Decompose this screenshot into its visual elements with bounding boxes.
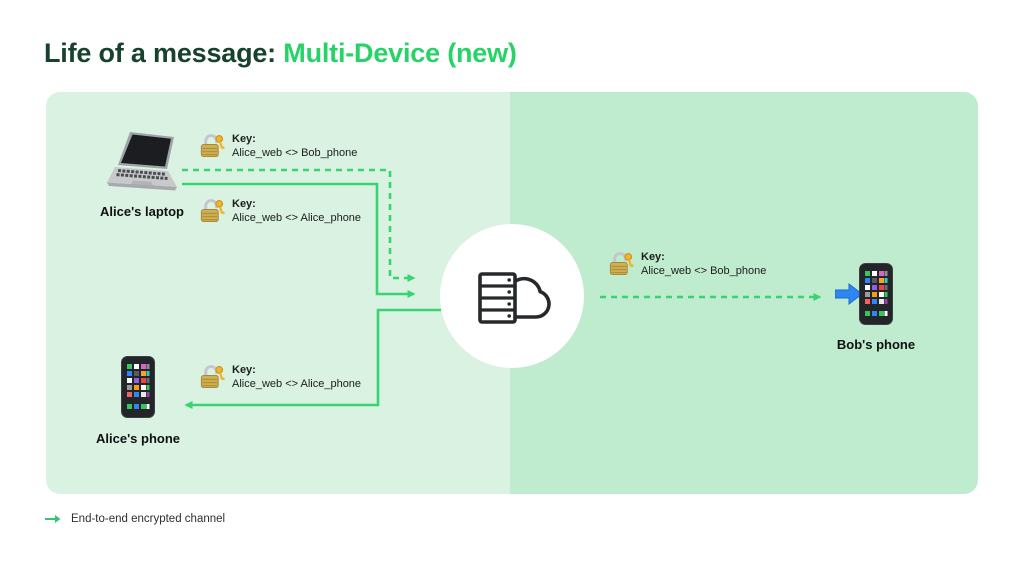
smartphone-icon — [121, 356, 155, 418]
blue-right-arrow-icon — [835, 282, 863, 306]
cloud-server-icon — [478, 272, 551, 324]
legend: End-to-end encrypted channel — [44, 513, 225, 525]
key-callout-laptop-alicephone: Key: Alice_web <> Alice_phone — [198, 196, 361, 225]
key-callout-alicephone: Key: Alice_web <> Alice_phone — [198, 362, 361, 391]
key-value: Alice_web <> Alice_phone — [232, 378, 362, 390]
page-title-highlight: Multi-Device (new) — [283, 38, 517, 68]
lock-with-key-icon — [200, 199, 225, 223]
key-value: Alice_web <> Bob_phone — [641, 265, 767, 277]
server-side-panel — [510, 92, 978, 494]
key-title: Key: — [232, 364, 256, 376]
green-arrow-icon — [45, 515, 61, 523]
key-callout-laptop-bob: Key: Alice_web <> Bob_phone — [198, 131, 357, 160]
page-title-prefix: Life of a message: — [44, 38, 284, 68]
lock-with-key-icon — [200, 134, 225, 158]
lock-with-key-icon — [609, 252, 634, 276]
page-title: Life of a message: Multi-Device (new) — [44, 38, 517, 69]
smartphone-icon — [859, 263, 893, 325]
alice-phone-label: Alice's phone — [96, 431, 180, 446]
bob-phone-label: Bob's phone — [836, 337, 916, 352]
key-value: Alice_web <> Alice_phone — [232, 212, 362, 224]
alice-laptop-label: Alice's laptop — [100, 204, 184, 219]
key-title: Key: — [232, 198, 256, 210]
legend-label: End-to-end encrypted channel — [71, 513, 226, 525]
key-callout-server-bob: Key: Alice_web <> Bob_phone — [607, 249, 766, 278]
key-value: Alice_web <> Bob_phone — [232, 147, 358, 159]
laptop-icon — [107, 132, 177, 191]
key-title: Key: — [232, 133, 256, 145]
key-title: Key: — [641, 251, 665, 263]
lock-with-key-icon — [200, 365, 225, 389]
